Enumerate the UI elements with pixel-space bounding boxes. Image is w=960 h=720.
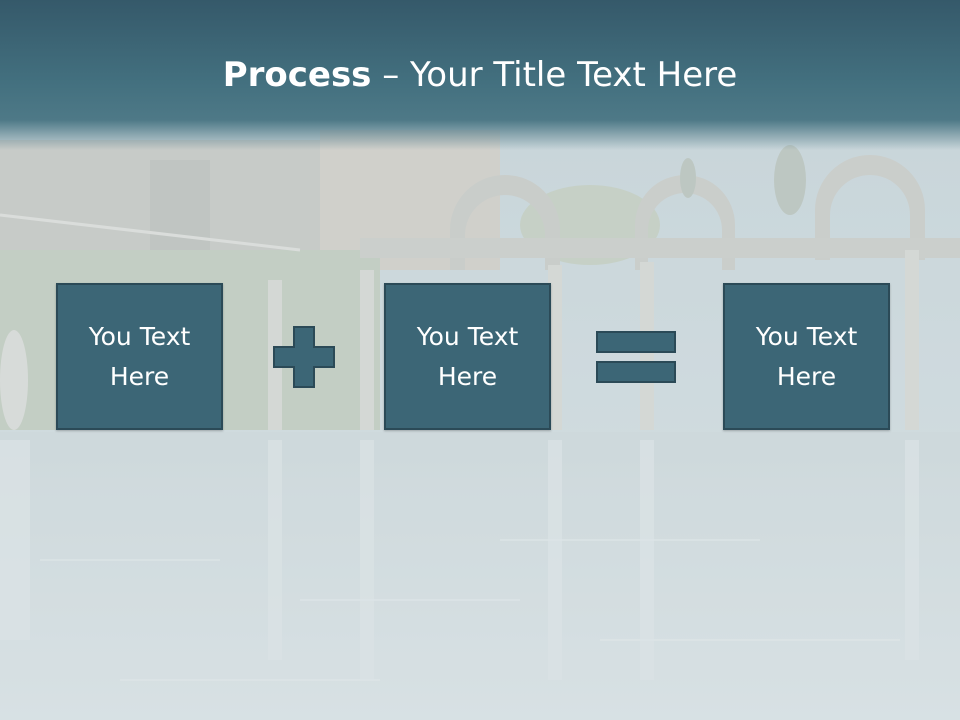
operand-label-1: You Text Here [88, 321, 191, 391]
title-band [0, 0, 960, 150]
operand-label-2: You Text Here [416, 321, 519, 391]
plus-icon [273, 326, 335, 388]
operand-box-2[interactable]: You Text Here [384, 283, 551, 430]
operand-box-3[interactable]: You Text Here [723, 283, 890, 430]
title-rest: – Your Title Text Here [371, 55, 738, 95]
operand-label-3: You Text Here [755, 321, 858, 391]
equals-icon [596, 331, 676, 383]
title-strong: Process [222, 55, 372, 95]
slide-title: Process – Your Title Text Here [0, 52, 960, 98]
operand-box-1[interactable]: You Text Here [56, 283, 223, 430]
